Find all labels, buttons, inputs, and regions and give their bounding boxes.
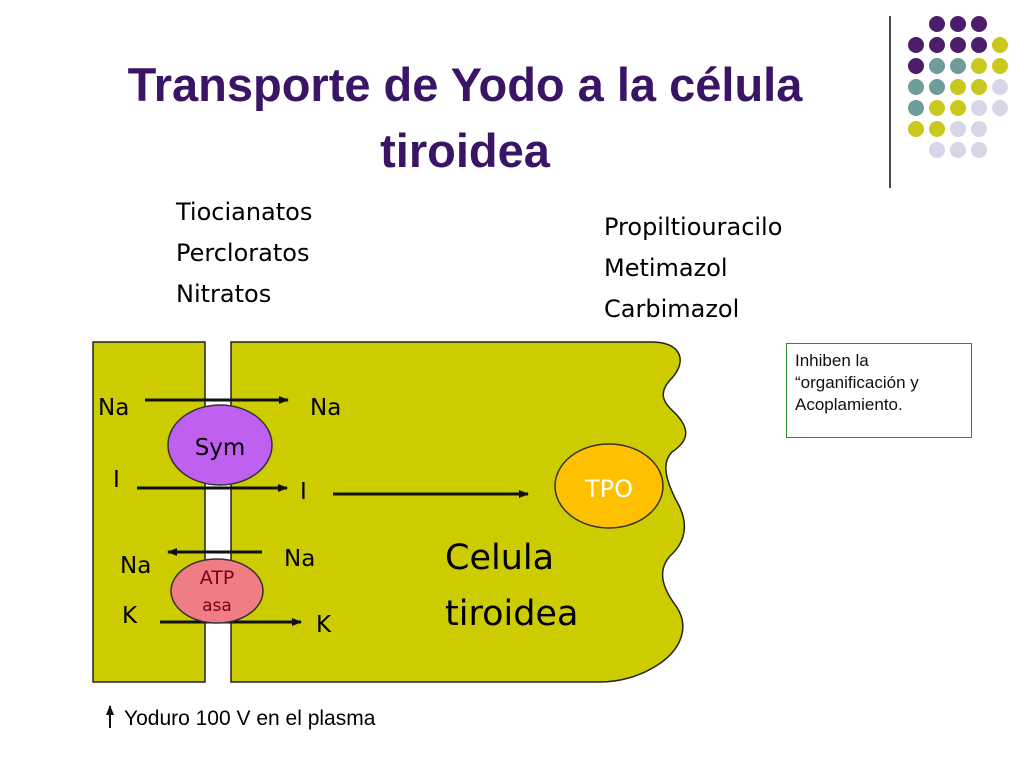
decorative-dot (908, 58, 924, 74)
decorative-dot (950, 100, 966, 116)
na-label: Na (120, 553, 152, 579)
atpase-label-line-1: ATP (200, 567, 235, 589)
thyroid-cell-body (230, 341, 687, 683)
inhibition-note-box: Inhiben la “organificación y Acoplamient… (786, 343, 972, 438)
title-line-2: tiroidea (380, 124, 550, 177)
decorative-dot (971, 121, 987, 137)
tpo-ellipse (554, 443, 664, 529)
decorative-dot (971, 142, 987, 158)
cell-label-line-1: Celula (445, 538, 555, 578)
inhibitor-item: Carbimazol (604, 295, 740, 323)
atpase-label-line-2: asa (202, 596, 232, 616)
decorative-dot (908, 37, 924, 53)
decorative-dot (929, 58, 945, 74)
tpo-label: TPO (584, 475, 633, 503)
inhibitor-item: Percloratos (176, 239, 310, 267)
decorative-divider (889, 16, 891, 188)
decorative-dot (908, 100, 924, 116)
decorative-dot (950, 79, 966, 95)
na-label: Na (98, 395, 130, 421)
iodide-label: I (300, 479, 307, 505)
decorative-dot (950, 37, 966, 53)
decorative-dot (950, 16, 966, 32)
decorative-dot (992, 58, 1008, 74)
atpase-ellipse (170, 558, 264, 624)
inhibitor-item: Propiltiouracilo (604, 213, 783, 241)
decorative-dot (992, 100, 1008, 116)
note-line-1: Inhiben la (795, 351, 869, 370)
thionamide-inhibitor-list: Propiltiouracilo Metimazol Carbimazol (604, 207, 782, 330)
decorative-dot (971, 79, 987, 95)
decorative-dot (929, 37, 945, 53)
anion-inhibitor-list: Tiocianatos Percloratos Nitratos (176, 192, 312, 315)
decorative-dot (929, 79, 945, 95)
decorative-dot (971, 16, 987, 32)
inhibitor-item: Nitratos (176, 280, 272, 308)
potassium-label: K (316, 612, 332, 638)
na-label: Na (284, 546, 316, 572)
cell-label: Celula tiroidea (445, 530, 578, 642)
plasma-iodide-footnote: Yoduro 100 V en el plasma (124, 707, 376, 730)
plasma-membrane-block (92, 341, 206, 683)
note-line-2: “organificación y (795, 373, 919, 392)
symporter-ellipse (167, 404, 273, 486)
decorative-dot (950, 142, 966, 158)
decorative-dot (908, 121, 924, 137)
decorative-dot (971, 100, 987, 116)
decorative-dot (929, 100, 945, 116)
decorative-dot (971, 37, 987, 53)
decorative-dot (929, 16, 945, 32)
decorative-dot (929, 142, 945, 158)
iodide-label: I (113, 467, 120, 493)
title-line-1: Transporte de Yodo a la célula (127, 58, 803, 111)
decorative-dot (908, 79, 924, 95)
decorative-dot (992, 79, 1008, 95)
inhibitor-item: Tiocianatos (176, 198, 313, 226)
decorative-dot (950, 58, 966, 74)
decorative-dot (929, 121, 945, 137)
decorative-dot (950, 121, 966, 137)
decorative-dot (992, 37, 1008, 53)
decorative-dot (971, 58, 987, 74)
na-label: Na (310, 395, 342, 421)
cell-label-line-2: tiroidea (445, 594, 579, 634)
note-line-3: Acoplamiento. (795, 395, 903, 414)
potassium-label: K (122, 603, 138, 629)
symporter-label: Sym (195, 435, 246, 461)
slide-title: Transporte de Yodo a la célula tiroidea (40, 52, 890, 184)
inhibitor-item: Metimazol (604, 254, 728, 282)
